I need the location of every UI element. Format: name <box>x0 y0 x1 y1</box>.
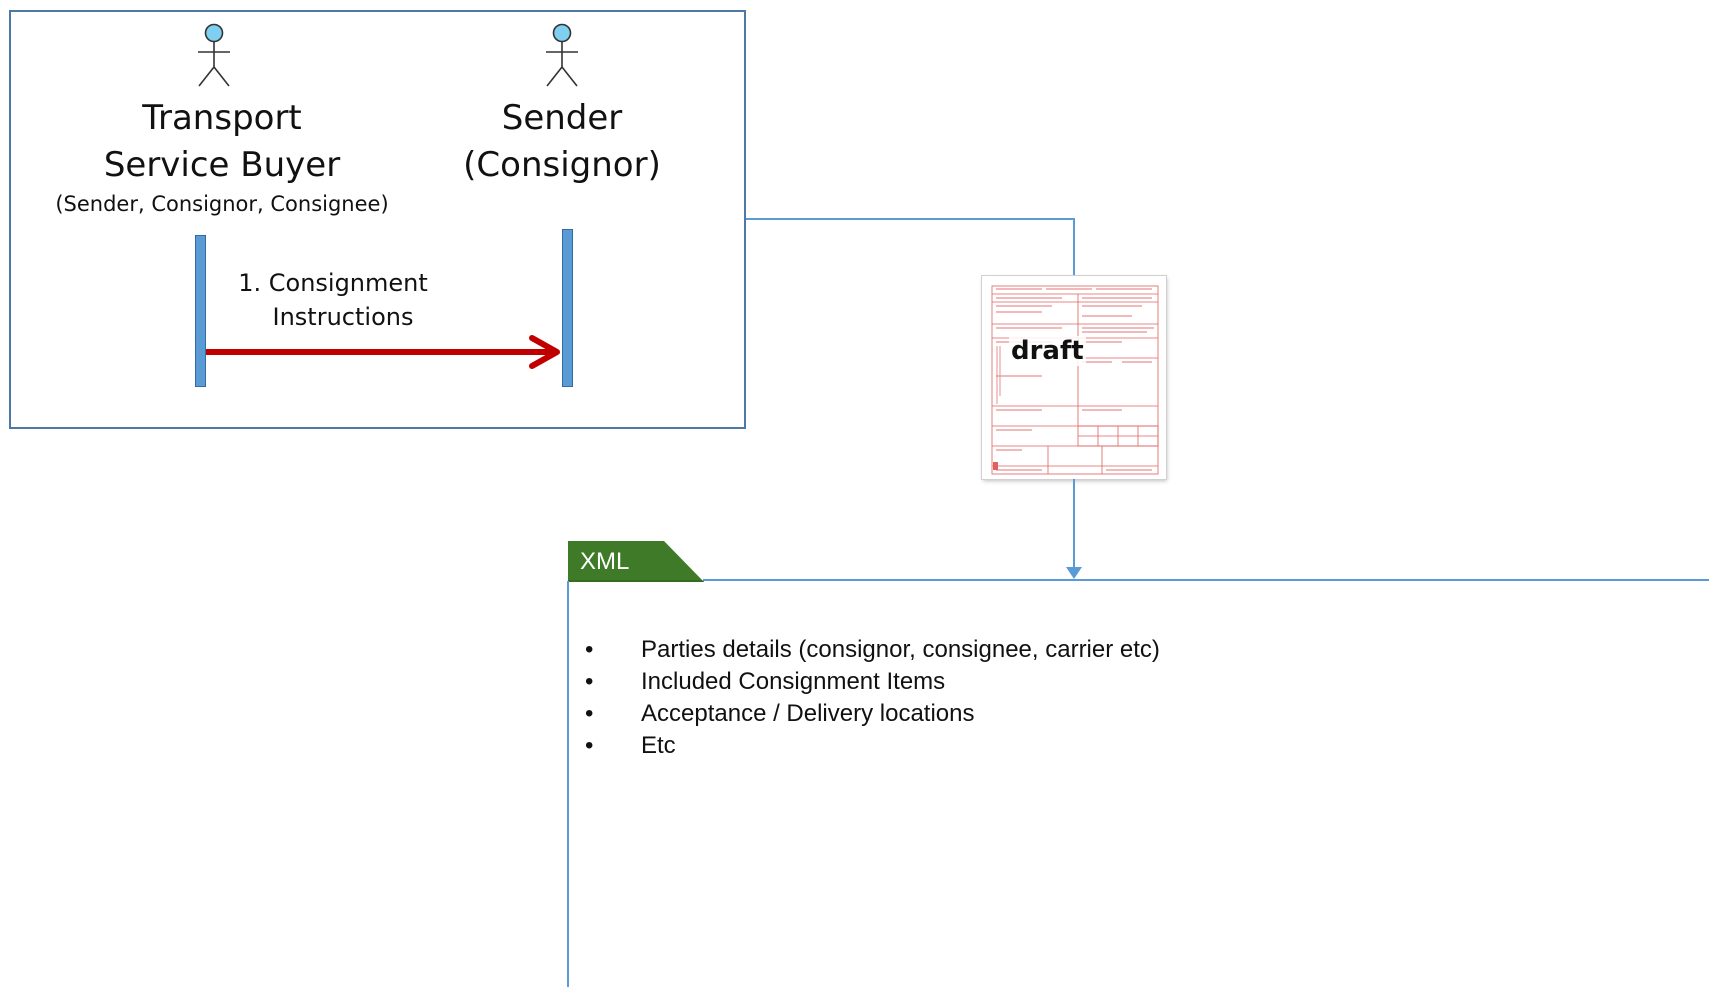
list-item: • Etc <box>585 730 1160 762</box>
draft-document: draft <box>982 276 1166 479</box>
actor-name-line1: Sender <box>501 98 623 138</box>
bullet-icon: • <box>585 732 594 759</box>
draft-form-thumbnail-icon <box>991 285 1159 475</box>
bullet-icon: • <box>585 700 594 727</box>
connector-frame-horizontal <box>746 218 1075 220</box>
xml-section-left-border <box>567 581 569 987</box>
list-item-text: Parties details (consignor, consignee, c… <box>641 636 1160 663</box>
xml-section-top-border <box>703 579 1709 581</box>
actor-name-line2: Service Buyer <box>103 145 341 185</box>
bullet-icon: • <box>585 668 594 695</box>
draft-label: draft <box>1009 336 1086 366</box>
message-arrow <box>206 335 560 369</box>
actor-name-line1: Transport <box>142 98 302 138</box>
message-label-line1: 1. Consignment <box>238 269 428 297</box>
list-item: • Included Consignment Items <box>585 666 1160 698</box>
list-item: • Parties details (consignor, consignee, … <box>585 634 1160 666</box>
sequence-frame <box>9 10 746 429</box>
xml-tab-label: XML <box>580 548 630 575</box>
list-item: • Acceptance / Delivery locations <box>585 698 1160 730</box>
connector-doc-vertical <box>1073 479 1075 569</box>
list-item-text: Included Consignment Items <box>641 668 946 695</box>
actor-name-line2: (Consignor) <box>463 145 661 185</box>
connector-frame-vertical <box>1073 218 1075 276</box>
xml-content-list: • Parties details (consignor, consignee, … <box>585 634 1160 762</box>
actor-subtitle: (Sender, Consignor, Consignee) <box>55 192 389 216</box>
sender-actor-icon <box>546 23 578 87</box>
list-item-text: Acceptance / Delivery locations <box>641 700 975 727</box>
xml-tab <box>568 541 704 582</box>
lifeline-sender <box>562 229 573 387</box>
lifeline-transport-service-buyer <box>195 235 206 387</box>
connector-arrowhead-icon <box>1066 567 1082 579</box>
list-item-text: Etc <box>641 732 676 759</box>
transport-service-buyer-actor-icon <box>198 23 230 87</box>
message-label-line2: Instructions <box>272 303 414 331</box>
bullet-icon: • <box>585 636 594 663</box>
